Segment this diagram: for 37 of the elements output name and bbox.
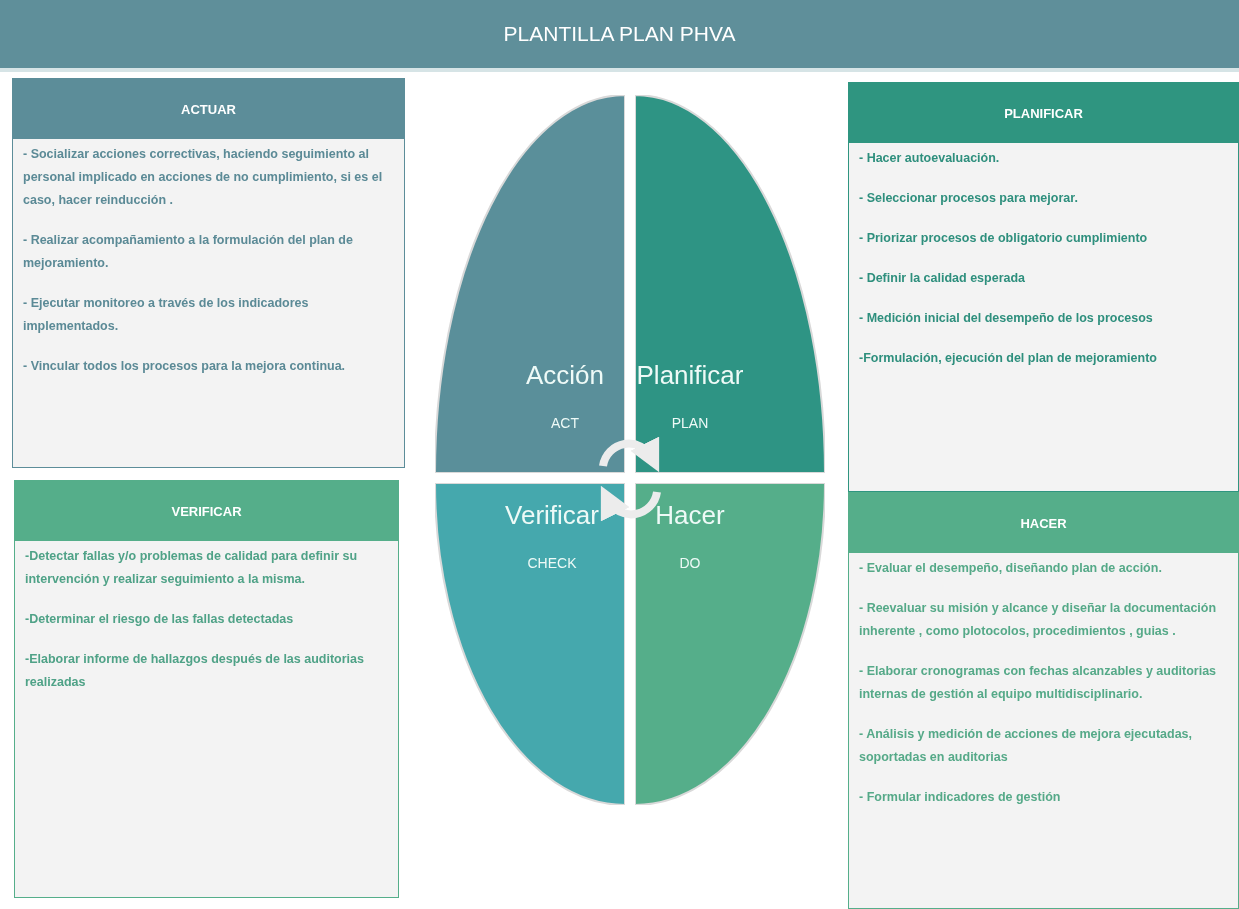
quadrant-subtitle: ACT: [551, 415, 579, 431]
bullet-text: -Detectar fallas y/o problemas de calidad para definir su intervención y realizar seguimiento a la misma.: [25, 548, 359, 588]
info-panel: [14, 480, 399, 898]
bullet-text: -Formulación, ejecución del plan de mejoramiento: [859, 350, 1158, 367]
quadrant-subtitle: DO: [679, 555, 701, 571]
bullet-text: - Seleccionar procesos para mejorar.: [859, 190, 1079, 207]
bullet-text: - Evaluar el desempeño, diseñando plan de acción.: [859, 560, 1163, 577]
bullet-text: - Reevaluar su misión y alcance y diseñar la documentación inherente , como plotocolos, procedimientos , guias .: [859, 600, 1218, 640]
bullet-text: - Socializar acciones correctivas, haciendo seguimiento al personal implicado en acciones de no cumplimiento, si es el caso, hacer reinducción .: [23, 146, 384, 209]
quadrant-title: Hacer: [655, 500, 725, 531]
panel-header: ACTUAR: [13, 79, 404, 139]
info-panel: [848, 82, 1239, 492]
quadrant-subtitle: CHECK: [527, 555, 577, 571]
bullet-text: - Formular indicadores de gestión: [859, 789, 1062, 806]
quadrant-title: Acción: [526, 360, 604, 391]
info-panel: [848, 492, 1239, 909]
bullet-text: - Elaborar cronogramas con fechas alcanzables y auditorias internas de gestión al equipo multidisciplinario.: [859, 663, 1218, 703]
bullet-text: - Priorizar procesos de obligatorio cumplimiento: [859, 230, 1149, 247]
quadrant-subtitle: PLAN: [671, 415, 709, 431]
panel-header: PLANIFICAR: [849, 83, 1238, 143]
cycle-arrow: [599, 486, 661, 522]
bullet-text: -Determinar el riesgo de las fallas detectadas: [25, 611, 295, 628]
quadrant-title: Verificar: [505, 500, 599, 531]
bullet-text: - Ejecutar monitoreo a través de los indicadores implementados.: [23, 295, 310, 335]
title-banner: PLANTILLA PLAN PHVA: [0, 0, 1239, 72]
bullet-text: -Elaborar informe de hallazgos después de las auditorias realizadas: [25, 651, 365, 691]
panel-header: VERIFICAR: [15, 481, 398, 541]
bullet-text: - Hacer autoevaluación.: [859, 150, 1001, 167]
bullet-text: - Análisis y medición de acciones de mejora ejecutadas, soportadas en auditorias: [859, 726, 1193, 766]
quadrant-title: Planificar: [636, 360, 744, 391]
bullet-text: - Vincular todos los procesos para la mejora continua.: [23, 358, 347, 375]
panel-header: HACER: [849, 493, 1238, 553]
bullet-text: - Realizar acompañamiento a la formulación del plan de mejoramiento.: [23, 232, 354, 272]
bullet-text: - Medición inicial del desempeño de los procesos: [859, 310, 1154, 327]
info-panel: [12, 78, 405, 468]
bullet-text: - Definir la calidad esperada: [859, 270, 1027, 287]
cycle-arrow: [599, 436, 661, 472]
